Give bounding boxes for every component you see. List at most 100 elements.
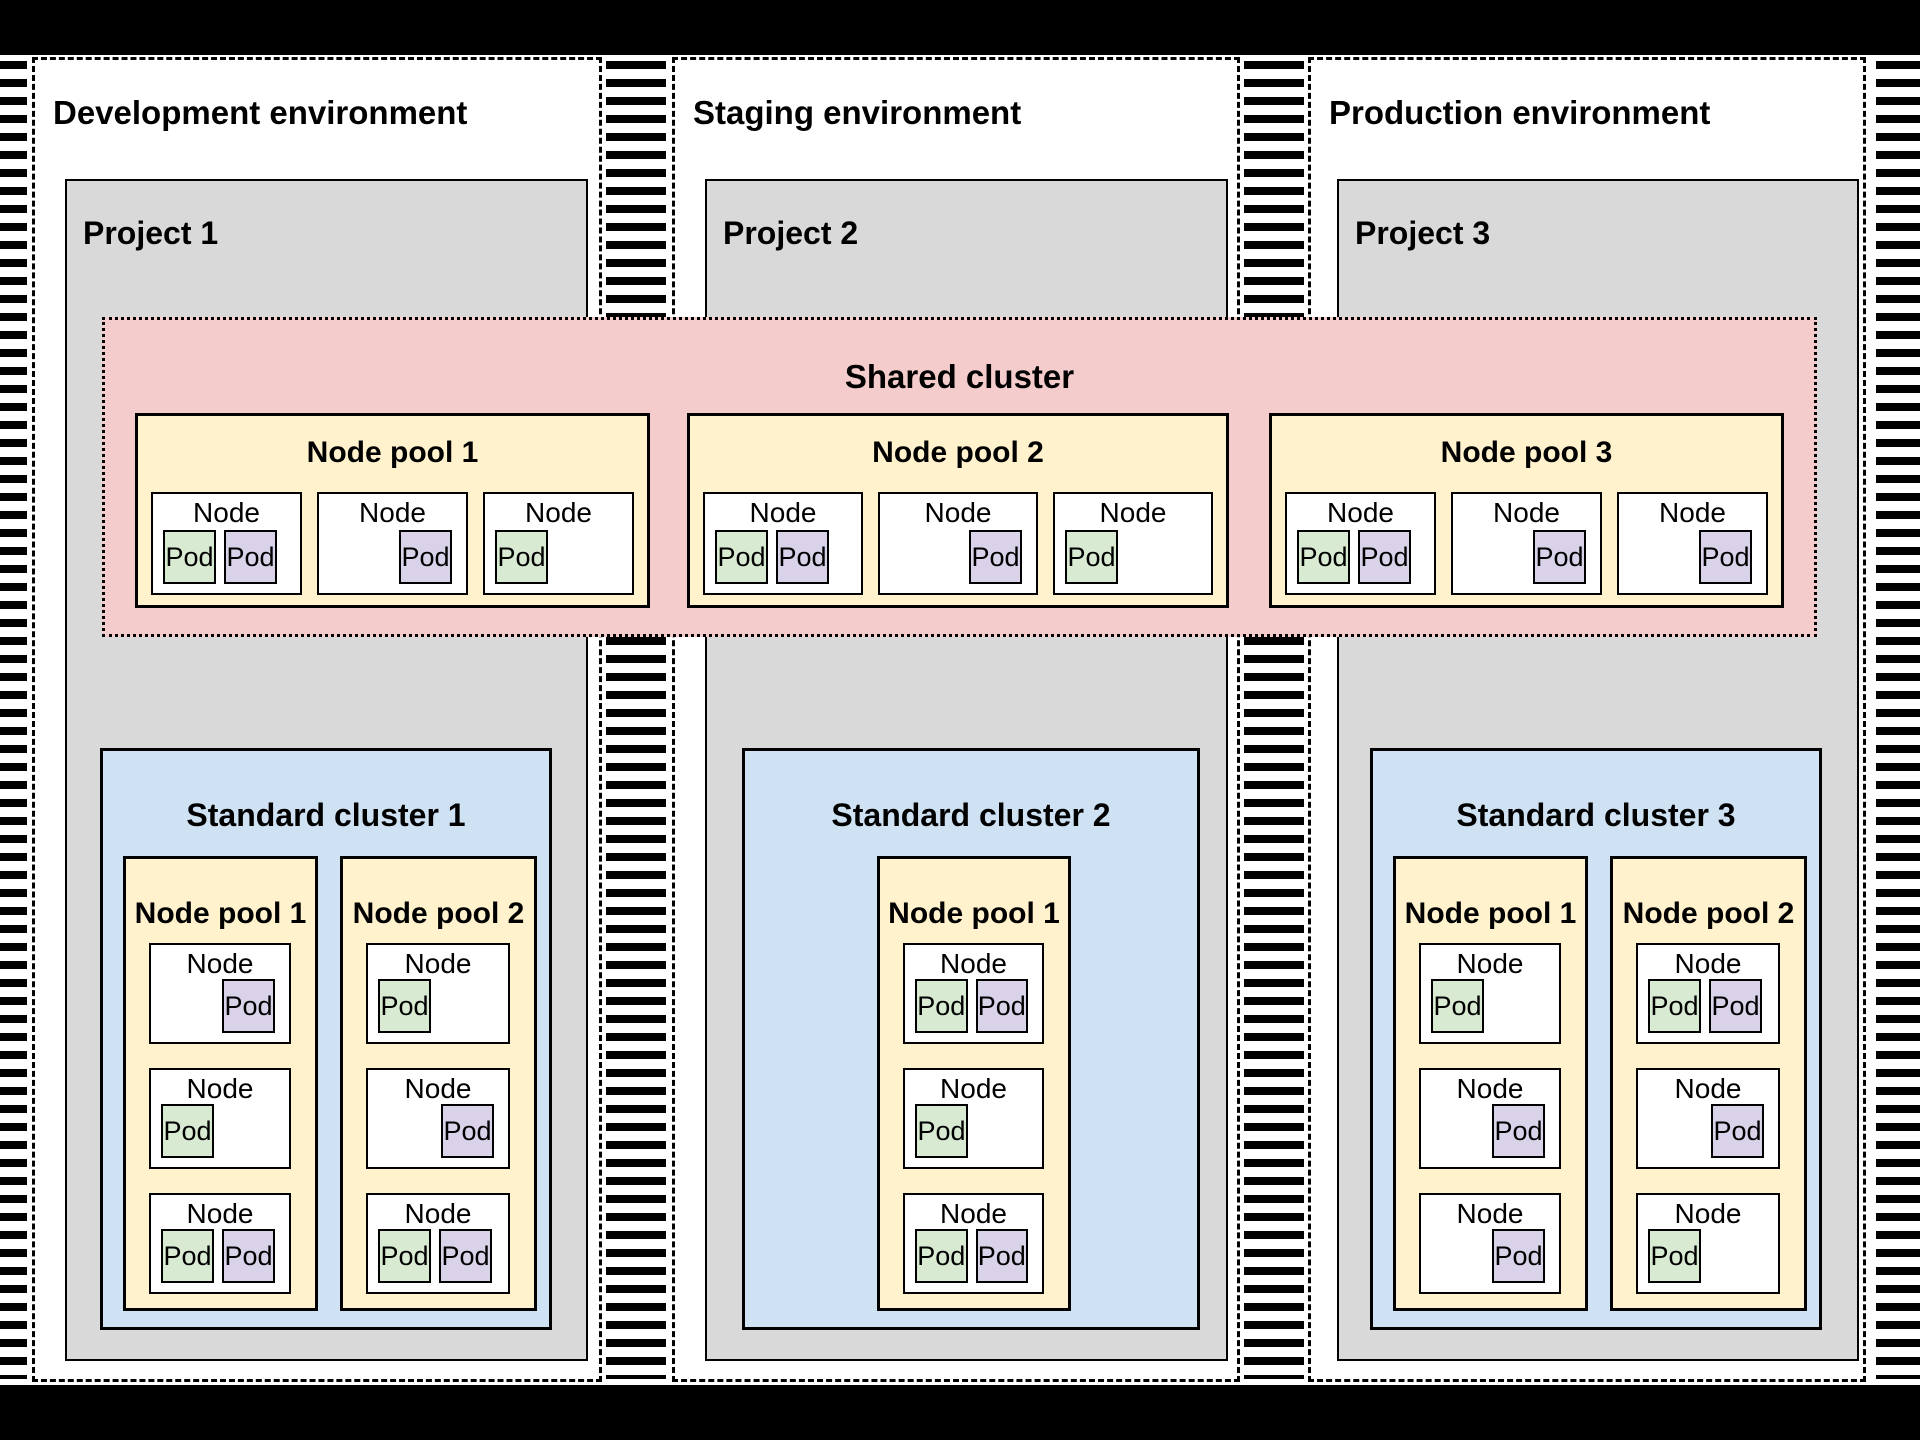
pods-row: Pod [161,979,275,1033]
node-label: Node [1456,1073,1524,1104]
node-label: Node [525,497,592,528]
pods-row: Pod [378,1104,494,1158]
environment-development-box: Development environment Project 1 Standa… [32,57,602,1382]
pod-purple: Pod [439,1229,492,1283]
node-label: Node [404,1073,472,1104]
node-label: Node [404,948,472,979]
node-pool-label: Node pool 1 [134,897,307,930]
pod-green: Pod [378,1229,431,1283]
pod-purple: Pod [1358,530,1411,584]
pods-row: Pod [1431,1104,1545,1158]
node-pool-label: Node pool 1 [1404,897,1577,930]
node-label: Node [1327,497,1394,528]
pods-row: Pod [1463,530,1586,584]
pod-green: Pod [161,1229,214,1283]
pods-row: Pod [1065,530,1197,584]
pod-green: Pod [715,530,768,584]
node-label: Node [940,1198,1007,1229]
pod-purple: Pod [969,530,1022,584]
pod-green: Pod [1648,1229,1701,1283]
node-label: Node [186,1198,254,1229]
node-label: Node [193,497,260,528]
pod-green: Pod [1297,530,1350,584]
pod-purple: Pod [399,530,452,584]
pods-row: Pod [1629,530,1752,584]
node-label: Node [1674,1198,1742,1229]
pod-purple: Pod [222,979,275,1033]
pod-green: Pod [378,979,431,1033]
pod-purple: Pod [776,530,829,584]
environment-staging-box: Staging environment Project 2 Standard c… [672,57,1240,1382]
hatch-band-staging-prod [1244,61,1304,1379]
node-pool-label: Node pool 2 [1622,897,1795,930]
pod-purple: Pod [441,1104,494,1158]
pods-row: Pod [1431,1229,1545,1283]
pod-purple: Pod [1711,1104,1764,1158]
environment-production-box: Production environment Project 3 Standar… [1308,57,1866,1382]
node-pool-label: Node pool 2 [352,897,525,930]
node-label: Node [1456,948,1524,979]
node-label: Node [1493,497,1560,528]
pods-row: Pod [1648,1104,1764,1158]
pod-green: Pod [915,1229,968,1283]
pod-purple: Pod [1699,530,1752,584]
pod-purple: Pod [224,530,277,584]
node-label: Node [940,1073,1007,1104]
pod-purple: Pod [1709,979,1762,1033]
project-2-box: Project 2 Standard cluster 2 Node pool 1… [705,179,1228,1361]
node-pool-label: Node pool 2 [872,436,1044,469]
node-label: Node [1674,948,1742,979]
pods-row: Pod [161,1104,275,1158]
pod-green: Pod [163,530,216,584]
node-label: Node [749,497,817,528]
standard-cluster-3-label: Standard cluster 3 [1456,797,1736,833]
pod-purple: Pod [975,979,1028,1033]
pods-row: Pod [329,530,452,584]
node-label: Node [940,948,1007,979]
pod-green: Pod [161,1104,214,1158]
node-pool-label: Node pool 3 [1440,436,1613,469]
pod-purple: Pod [1492,1229,1545,1283]
pod-purple: Pod [975,1229,1028,1283]
pod-purple: Pod [1492,1104,1545,1158]
pod-green: Pod [1065,530,1118,584]
node-label: Node [359,497,426,528]
node-label: Node [1456,1198,1524,1229]
project-2-label: Project 2 [723,215,859,251]
node-label: Node [1099,497,1167,528]
pod-green: Pod [915,979,968,1033]
pod-green: Pod [495,530,548,584]
pods-row: Pod [890,530,1022,584]
